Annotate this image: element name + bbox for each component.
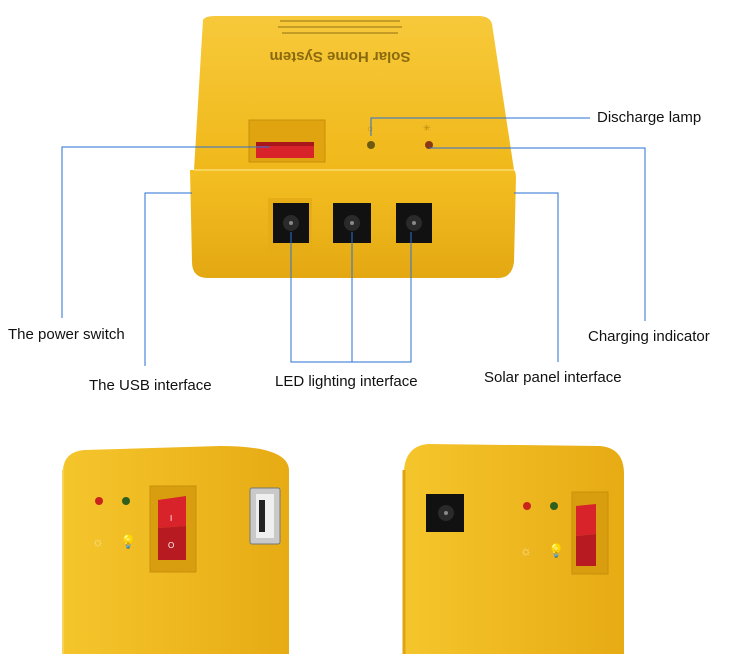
- left-side-device: ☼ 💡 I O: [62, 446, 289, 654]
- svg-text:☼: ☼: [92, 534, 104, 549]
- discharge-lamp-icon: ☼: [366, 123, 375, 149]
- device-top-label: Solar Home System: [270, 48, 411, 65]
- svg-text:💡: 💡: [548, 543, 564, 558]
- label-usb-interface: The USB interface: [89, 377, 212, 394]
- callout-lines: [61, 117, 646, 366]
- svg-text:☼: ☼: [366, 123, 374, 133]
- label-led-interface: LED lighting interface: [275, 373, 418, 390]
- port-1-icon: [273, 203, 309, 243]
- svg-text:💡: 💡: [120, 534, 136, 549]
- label-charging-indicator: Charging indicator: [588, 328, 710, 345]
- main-device: Solar Home System ☼ ✳: [190, 16, 516, 278]
- label-power-switch: The power switch: [8, 326, 125, 343]
- right-side-device: ☼ 💡: [402, 444, 624, 654]
- charging-indicator-icon: ✳: [423, 123, 433, 149]
- svg-text:I: I: [170, 514, 172, 523]
- label-solar-interface: Solar panel interface: [484, 369, 622, 386]
- svg-text:✳: ✳: [423, 123, 431, 133]
- label-discharge-lamp: Discharge lamp: [597, 109, 702, 126]
- svg-text:Solar Home System: Solar Home System: [270, 48, 411, 65]
- svg-text:O: O: [168, 541, 174, 550]
- svg-text:☼: ☼: [520, 543, 532, 558]
- port-3-icon: [396, 203, 432, 243]
